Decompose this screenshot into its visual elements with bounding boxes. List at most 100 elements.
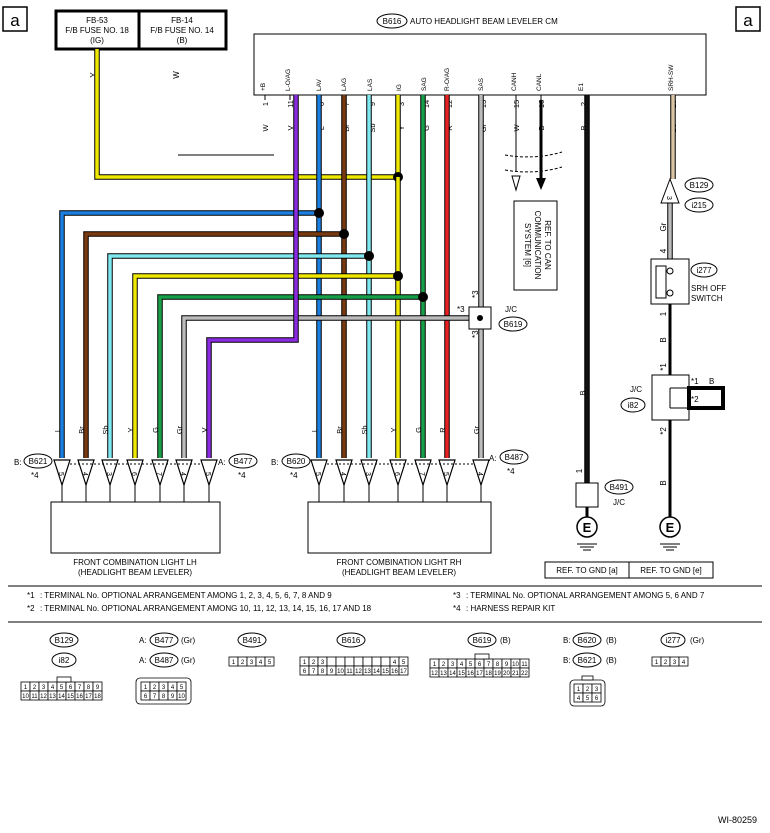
rh-pin-number: 3 (364, 472, 371, 476)
svg-text:4: 4 (259, 660, 263, 666)
b491-oval (604, 479, 634, 495)
lh-pin-number: 5 (57, 472, 64, 476)
cm-pin-wire: G (422, 125, 431, 131)
svg-text:1: 1 (303, 660, 307, 666)
rh-b487-oval (499, 449, 529, 465)
svg-text:3: 3 (250, 660, 254, 666)
svg-text:2: 2 (33, 685, 37, 691)
note-2-text: : TERMINAL No. OPTIONAL ARRANGEMENT AMON… (40, 604, 372, 613)
splice-dot (339, 229, 349, 239)
legend-b619: B619 (473, 636, 492, 645)
lh-wire-label: Gr (175, 425, 184, 434)
legend-b477: B477 (155, 636, 174, 645)
fuse-fb53-name: F/B FUSE NO. 18 (65, 26, 129, 35)
rh-pin-number: 4 (339, 472, 346, 476)
svg-text:13: 13 (440, 671, 447, 677)
i215-oval (684, 197, 714, 213)
legend-b487-prefix: A: (139, 656, 147, 665)
svg-text:17: 17 (85, 694, 92, 700)
e1-wire-label: B (578, 390, 587, 395)
rh-wire-label: Sb (360, 425, 369, 434)
fuse-fb53-id: FB-53 (86, 16, 108, 25)
can-ref-line1: REF. TO CAN (543, 220, 552, 270)
cm-pin-name: LAS (367, 78, 374, 91)
cm-code-oval (376, 13, 408, 29)
legend-b620-color: (B) (606, 636, 617, 645)
can-ref-text: REF. TO CAN COMMUNICATION SYSTEM [6] (523, 211, 552, 280)
svg-text:12: 12 (40, 694, 47, 700)
svg-text:16: 16 (391, 669, 398, 675)
svg-text:12: 12 (355, 669, 362, 675)
lh-b621-mark: *4 (31, 471, 39, 480)
cm-pin-name: L-O/AG (285, 69, 292, 91)
svg-text:18: 18 (485, 671, 492, 677)
lh-pin-number: 3 (105, 472, 112, 476)
jc-b619-mark-left: *3 (457, 305, 465, 314)
jc-i82-label: J/C (630, 385, 642, 394)
cm-pin-name: LAV (316, 79, 323, 91)
gnd-ref-right: REF. TO GND [e] (640, 566, 702, 575)
svg-text:1: 1 (577, 687, 581, 693)
svg-text:1: 1 (232, 660, 236, 666)
b129-pin: 3 (665, 196, 672, 200)
b129-wire-after: Gr (659, 222, 668, 231)
rh-b487-code: B487 (505, 453, 524, 462)
note-4-text: : HARNESS REPAIR KIT (466, 604, 555, 613)
lh-b477-prefix: A: (218, 458, 226, 467)
svg-text:9: 9 (171, 694, 175, 700)
svg-text:10: 10 (178, 694, 185, 700)
switch-code: i277 (696, 266, 712, 275)
legend-b477-prefix: A: (139, 636, 147, 645)
svg-text:8: 8 (162, 694, 166, 700)
svg-text:13: 13 (364, 669, 371, 675)
splice-dot (418, 292, 428, 302)
rh-light-sub: (HEADLIGHT BEAM LEVELER) (342, 568, 456, 577)
cm-pin-name: +B (260, 83, 267, 91)
legend-b129: B129 (55, 636, 74, 645)
cm-pin-name: E1 (578, 83, 585, 91)
cm-pin-wire: Y (397, 125, 406, 130)
wire-y-lh (133, 177, 400, 458)
ground-left: E (576, 516, 598, 551)
rh-pin-number: 6 (393, 472, 400, 476)
svg-text:9: 9 (96, 685, 100, 691)
b491-pin: 1 (575, 468, 584, 473)
legend-b619-color: (B) (500, 636, 511, 645)
cm-pin-name: CANH (511, 72, 518, 91)
svg-text:2: 2 (241, 660, 245, 666)
lh-b477-oval (228, 453, 258, 469)
switch-name-2: SWITCH (691, 294, 723, 303)
cm-pin-number: 11 (286, 100, 295, 108)
rh-light-name: FRONT COMBINATION LIGHT RH (337, 558, 462, 567)
cm-pin-name: IG (396, 84, 403, 91)
b129-connector (660, 177, 680, 204)
figure-id: WI-80259 (718, 815, 757, 825)
legend-i277-color: (Gr) (690, 636, 705, 645)
lh-terminal: 7G (151, 427, 169, 502)
ground-right: E (659, 516, 681, 551)
cm-pin-wire: Sb (368, 123, 377, 132)
lh-wire-label: G (151, 427, 160, 433)
can-ref-line3: SYSTEM [6] (523, 223, 532, 267)
cm-title: AUTO HEADLIGHT BEAM LEVELER CM (410, 17, 558, 26)
lh-pin-number: 6 (130, 472, 137, 476)
svg-text:6: 6 (478, 662, 482, 668)
note-2-mark: *2 (27, 604, 35, 613)
note-1-mark: *1 (27, 591, 35, 600)
rh-wire-label: G (414, 427, 423, 433)
cm-pin-number: 1 (261, 102, 270, 106)
svg-text:3: 3 (42, 685, 46, 691)
svg-text:10: 10 (22, 694, 29, 700)
svg-text:10: 10 (337, 669, 344, 675)
cm-pin-number: 9 (368, 102, 377, 106)
fuse-fb53-type: (IG) (90, 36, 104, 45)
svg-text:6: 6 (69, 685, 73, 691)
svg-text:5: 5 (469, 662, 473, 668)
wire-v-lh (207, 95, 298, 458)
